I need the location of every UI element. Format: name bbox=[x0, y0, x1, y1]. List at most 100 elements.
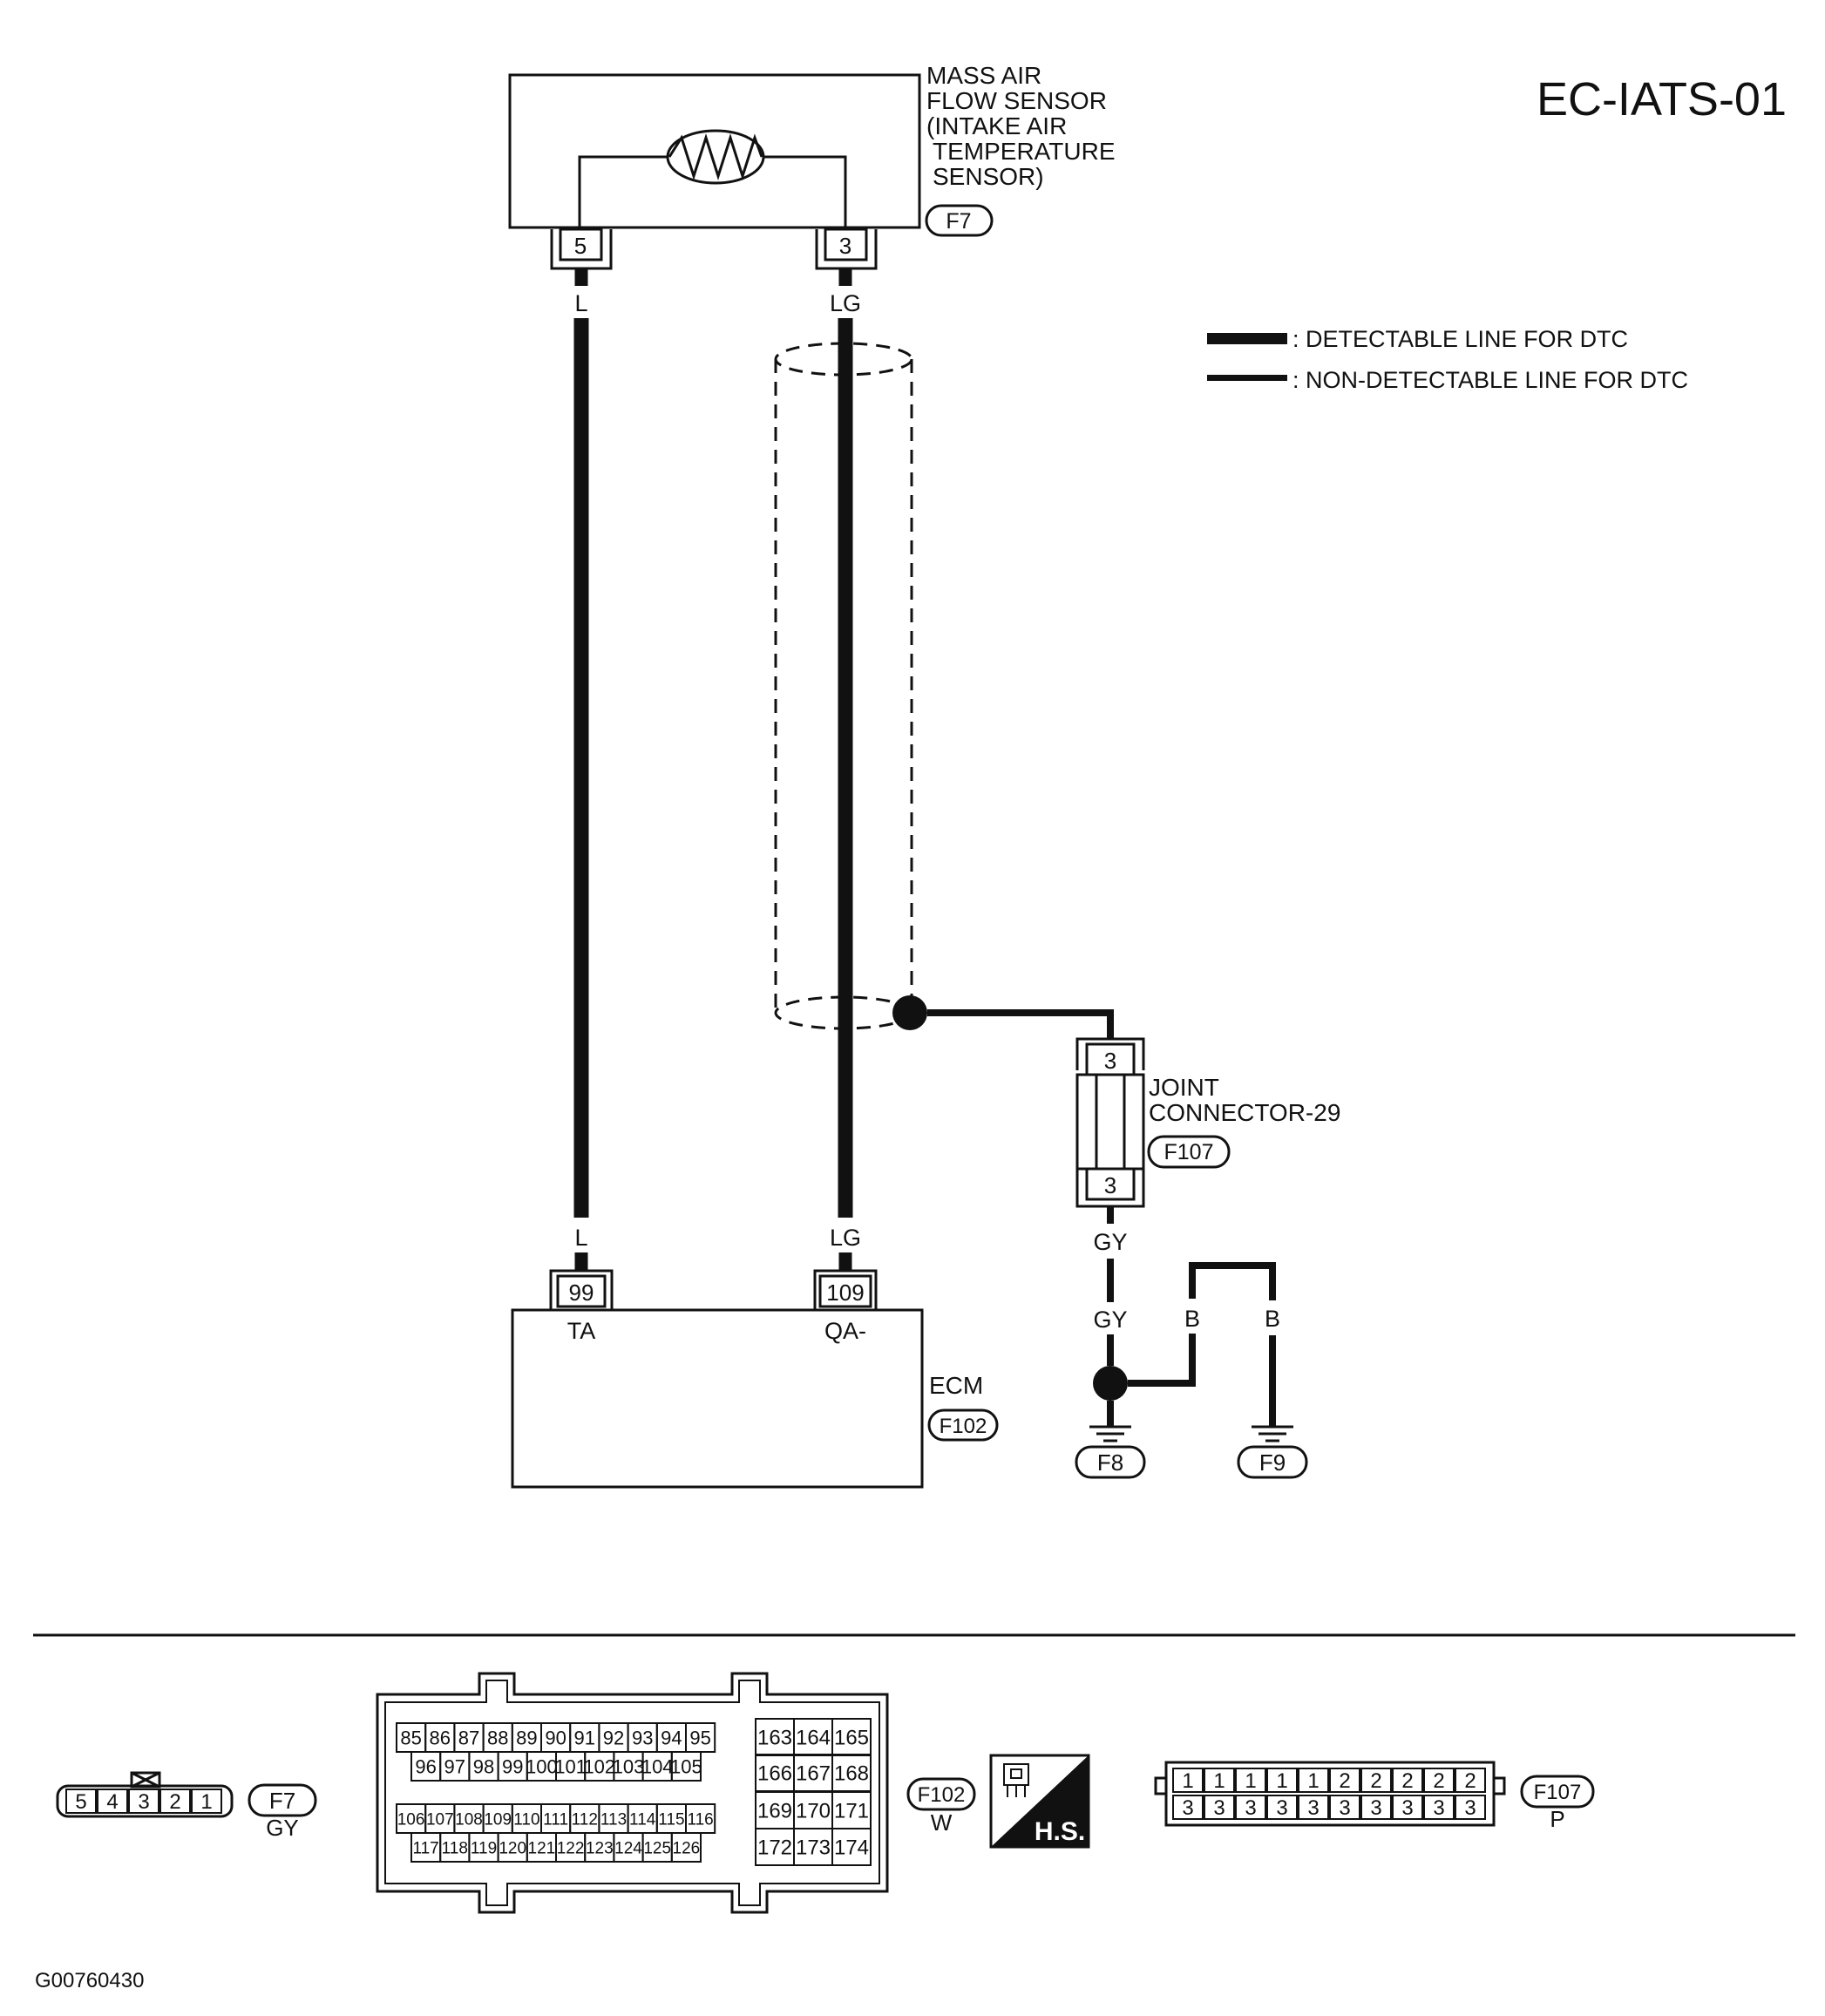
f102-pin-label: 91 bbox=[574, 1727, 595, 1748]
maf-pin-5-label: 5 bbox=[574, 233, 587, 259]
f102-pin-label: 165 bbox=[834, 1727, 869, 1750]
f102-pin-label: 103 bbox=[613, 1755, 645, 1777]
f107-pin-label: 3 bbox=[1339, 1796, 1350, 1820]
ecm-connector-id: F102 bbox=[940, 1415, 987, 1438]
wire-gy-lower: GY bbox=[1093, 1307, 1127, 1333]
ecm-pin-name-qa: QA- bbox=[824, 1318, 866, 1344]
f102-pin-label: 168 bbox=[834, 1762, 869, 1786]
f107-pin-label: 1 bbox=[1182, 1769, 1193, 1793]
f102-pin-label: 126 bbox=[673, 1839, 701, 1857]
f102-pin-label: 118 bbox=[442, 1839, 468, 1857]
f107-pin-label: 1 bbox=[1245, 1769, 1256, 1793]
wire-ta-color-top: L bbox=[574, 290, 587, 316]
f102-pin: 102 bbox=[583, 1751, 615, 1782]
hs-label: H.S. bbox=[1035, 1817, 1085, 1846]
f7-pin-label: 4 bbox=[106, 1790, 118, 1814]
f102-pin-label: 167 bbox=[796, 1762, 831, 1786]
f102-pin-label: 122 bbox=[557, 1839, 585, 1857]
f7-pin-label: 1 bbox=[200, 1790, 212, 1814]
f102-pin-label: 116 bbox=[687, 1810, 713, 1829]
f7-view-color: GY bbox=[266, 1815, 299, 1841]
f102-pin: 107 bbox=[424, 1803, 456, 1834]
f102-pin-label: 90 bbox=[545, 1727, 566, 1748]
f102-pin: 126 bbox=[670, 1832, 702, 1863]
f102-pin-label: 114 bbox=[629, 1810, 656, 1829]
f102-pin: 114 bbox=[627, 1803, 658, 1834]
f102-pin-label: 171 bbox=[834, 1800, 869, 1823]
page-code: EC-IATS-01 bbox=[1537, 73, 1787, 126]
ground-f8-badge bbox=[1075, 1445, 1146, 1479]
f102-pin: 111 bbox=[540, 1803, 572, 1834]
f107-pin: 3 bbox=[1392, 1795, 1423, 1820]
f7-view-badge bbox=[248, 1783, 317, 1817]
f107-pin: 3 bbox=[1360, 1795, 1392, 1820]
f102-pin-label: 111 bbox=[543, 1810, 568, 1829]
joint-label-line-2: CONNECTOR-29 bbox=[1149, 1099, 1340, 1126]
f107-pin-label: 2 bbox=[1433, 1769, 1444, 1793]
f107-pin: 2 bbox=[1423, 1768, 1455, 1793]
f102-pin-label: 102 bbox=[583, 1755, 615, 1777]
f102-pin: 97 bbox=[439, 1751, 471, 1782]
f102-pin: 103 bbox=[613, 1751, 645, 1782]
f102-pin: 166 bbox=[755, 1754, 795, 1792]
joint-label-line-1: JOINT bbox=[1149, 1074, 1219, 1101]
f107-view-id: F107 bbox=[1534, 1781, 1582, 1804]
f102-pin-label: 86 bbox=[430, 1727, 451, 1748]
f102-pin-label: 169 bbox=[757, 1800, 792, 1823]
f7-pin: 3 bbox=[128, 1789, 159, 1814]
f102-pin: 119 bbox=[468, 1832, 499, 1863]
f102-pin: 93 bbox=[627, 1722, 658, 1753]
shield-drain-wire bbox=[927, 1009, 1114, 1039]
f102-pin: 125 bbox=[641, 1832, 673, 1863]
f107-pin: 3 bbox=[1266, 1795, 1298, 1820]
f102-pin: 91 bbox=[569, 1722, 600, 1753]
maf-pin-3-label: 3 bbox=[839, 233, 851, 259]
joint-connector-badge bbox=[1147, 1135, 1231, 1169]
f102-pin-label: 92 bbox=[603, 1727, 624, 1748]
maf-sensor: 5 3 MASS AIR FLOW SENSOR (INTAKE AIR TEM… bbox=[508, 62, 1116, 270]
f102-pin-label: 98 bbox=[473, 1755, 494, 1777]
f102-pin-label: 93 bbox=[632, 1727, 653, 1748]
f7-pin: 1 bbox=[191, 1789, 222, 1814]
f107-pin-label: 3 bbox=[1213, 1796, 1225, 1820]
f102-pin-label: 125 bbox=[643, 1839, 671, 1857]
f102-pin-label: 117 bbox=[412, 1839, 438, 1857]
ground-f8-label: F8 bbox=[1097, 1449, 1123, 1476]
f107-pin: 3 bbox=[1235, 1795, 1266, 1820]
wire-qa-color-top: LG bbox=[830, 290, 861, 316]
f107-pin: 3 bbox=[1298, 1795, 1329, 1820]
f102-pin: 121 bbox=[526, 1832, 557, 1863]
f102-pin-label: 94 bbox=[661, 1727, 682, 1748]
f102-pin-label: 106 bbox=[397, 1810, 425, 1829]
f102-pin-label: 124 bbox=[614, 1839, 642, 1857]
f102-pin-label: 95 bbox=[689, 1727, 710, 1748]
wire-b-right: B bbox=[1265, 1306, 1280, 1332]
f107-pin-label: 1 bbox=[1213, 1769, 1225, 1793]
f102-pin-label: 170 bbox=[796, 1800, 831, 1823]
f107-view-body bbox=[1164, 1761, 1496, 1827]
f102-pin-label: 173 bbox=[796, 1836, 831, 1860]
f102-pin: 99 bbox=[497, 1751, 528, 1782]
ecm-label: ECM bbox=[929, 1372, 983, 1399]
legend-detectable-text: : DETECTABLE LINE FOR DTC bbox=[1292, 326, 1628, 352]
f107-pin-label: 2 bbox=[1339, 1769, 1350, 1793]
f7-view-id: F7 bbox=[269, 1788, 295, 1814]
f107-pin-label: 2 bbox=[1370, 1769, 1381, 1793]
wire-qa: LG LG bbox=[830, 269, 861, 1270]
joint-pin-top-label: 3 bbox=[1104, 1048, 1116, 1074]
f102-pin: 117 bbox=[410, 1832, 442, 1863]
f107-pin: 1 bbox=[1266, 1768, 1298, 1793]
f102-pin: 115 bbox=[655, 1803, 687, 1834]
f102-pin: 108 bbox=[453, 1803, 485, 1834]
f7-pin-label: 3 bbox=[138, 1790, 149, 1814]
f102-pin: 168 bbox=[831, 1754, 872, 1792]
legend-nondetectable-text: : NON-DETECTABLE LINE FOR DTC bbox=[1292, 367, 1688, 393]
f107-pin: 2 bbox=[1455, 1768, 1486, 1793]
f7-pin: 2 bbox=[159, 1789, 191, 1814]
f102-pin: 100 bbox=[526, 1751, 558, 1782]
f102-pin: 90 bbox=[540, 1722, 572, 1753]
f102-view-badge bbox=[906, 1777, 976, 1811]
f107-pin: 3 bbox=[1455, 1795, 1486, 1820]
f102-pin: 171 bbox=[831, 1791, 872, 1829]
